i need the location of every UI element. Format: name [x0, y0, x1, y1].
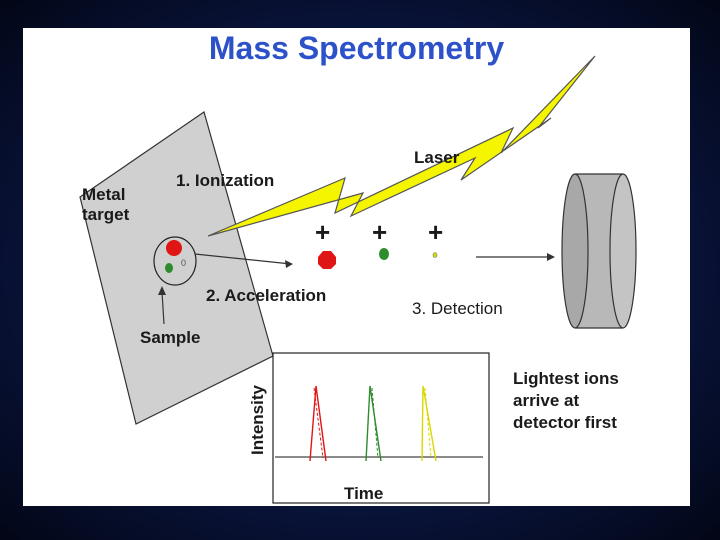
detection-arrowhead — [547, 253, 555, 261]
sample-pointer-arrowhead — [158, 286, 166, 295]
acceleration-label: 2. Acceleration — [206, 286, 327, 305]
metal-target-label: Metal target — [82, 185, 130, 224]
sample-ion-heavy — [166, 240, 182, 256]
ion-charge-1: + — [315, 217, 331, 247]
diagram-canvas: 0 — [79, 55, 637, 504]
sample-pointer-line — [161, 291, 165, 325]
acceleration-arrowhead — [285, 260, 293, 268]
sample-ion-medium — [165, 263, 173, 273]
peak-yellow — [421, 385, 437, 462]
laser-bolt — [207, 55, 596, 237]
acceleration-arrow — [194, 253, 292, 265]
intensity-axis-label: Intensity — [248, 385, 267, 455]
peak-red — [309, 385, 327, 462]
laser-label: Laser — [414, 148, 460, 167]
ion-heavy — [318, 251, 336, 269]
detection-label: 3. Detection — [412, 299, 503, 318]
detector-icon — [561, 173, 637, 329]
lightest-ions-note: Lightest ions arrive at detector first — [513, 369, 619, 432]
ionization-label: 1. Ionization — [176, 171, 275, 190]
plot-frame — [272, 352, 490, 504]
sample-label: Sample — [140, 328, 201, 347]
sample-ion-light-glyph: 0 — [181, 258, 186, 268]
page-title: Mass Spectrometry — [208, 30, 505, 66]
ion-light — [432, 252, 438, 258]
time-axis-label: Time — [344, 484, 384, 503]
ion-charge-2: + — [372, 217, 388, 247]
ion-charge-3: + — [428, 217, 444, 247]
sample-ring — [153, 236, 197, 286]
peak-green — [365, 385, 382, 462]
ion-medium — [379, 248, 389, 260]
slide: 0 — [23, 28, 690, 506]
metal-target-plate — [79, 111, 274, 425]
